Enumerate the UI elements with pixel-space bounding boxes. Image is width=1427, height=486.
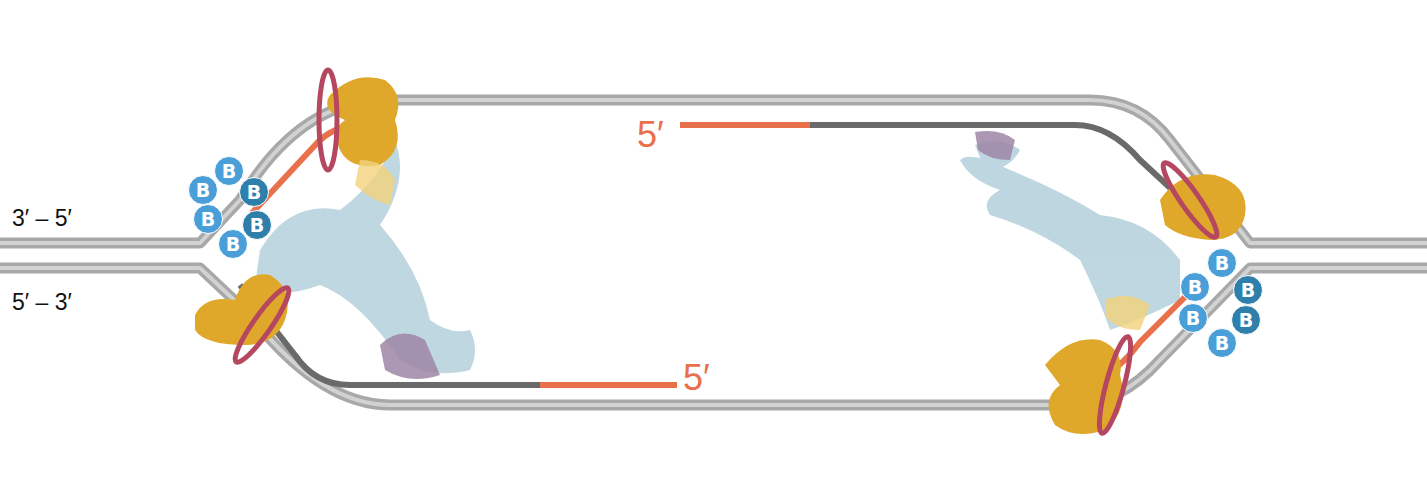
protein-circle: B [188, 175, 218, 205]
protein-letter: B [250, 216, 264, 235]
lagging-strand [810, 125, 1207, 222]
protein-circle: B [214, 156, 244, 186]
protein-letter: B [196, 181, 210, 200]
clamp-loader-subunit [975, 131, 1015, 160]
five-prime-end: 5′ [683, 360, 710, 396]
protein-letter: B [222, 162, 236, 181]
polymerase [195, 274, 288, 345]
protein-circle: B [239, 177, 269, 207]
sliding-clamp [229, 283, 295, 367]
protein-letter: B [1186, 309, 1200, 328]
five-prime-end: 5′ [637, 117, 664, 153]
protein-circle: B [1178, 303, 1208, 333]
strand-polarity: 5′ – 3′ [12, 291, 72, 314]
protein-circle: B [193, 204, 223, 234]
protein-letter: B [226, 235, 240, 254]
parental-strand-core [0, 100, 1427, 243]
protein-circle: B [1207, 248, 1237, 278]
rna-primer [540, 382, 677, 388]
parental-strand [0, 100, 1427, 243]
sliding-clamp [1093, 334, 1136, 435]
clamp-loader [960, 157, 1180, 330]
protein-circle: B [242, 210, 272, 240]
polymerase-domain [1105, 296, 1150, 330]
clamp-loader-subunit [380, 334, 440, 379]
protein-circle: B [1231, 305, 1261, 335]
parental-strand [0, 268, 1427, 405]
parental-strand-core [0, 268, 1427, 405]
protein-letter: B [1215, 334, 1229, 353]
protein-letter: B [201, 210, 215, 229]
protein-letter: B [1215, 254, 1229, 273]
protein-circle: B [1180, 272, 1210, 302]
protein-letter: B [1241, 281, 1255, 300]
polymerase-domain [355, 160, 395, 205]
protein-circle: B [1207, 328, 1237, 358]
protein-circle: B [218, 229, 248, 259]
protein-circle: B [1233, 275, 1263, 305]
protein-letter: B [247, 183, 261, 202]
rna-primer [680, 122, 810, 128]
strand-polarity: 3′ – 5′ [12, 207, 72, 230]
sliding-clamp [1157, 158, 1223, 242]
sliding-clamp [319, 70, 337, 170]
protein-letter: B [1239, 311, 1253, 330]
protein-letter: B [1188, 278, 1202, 297]
